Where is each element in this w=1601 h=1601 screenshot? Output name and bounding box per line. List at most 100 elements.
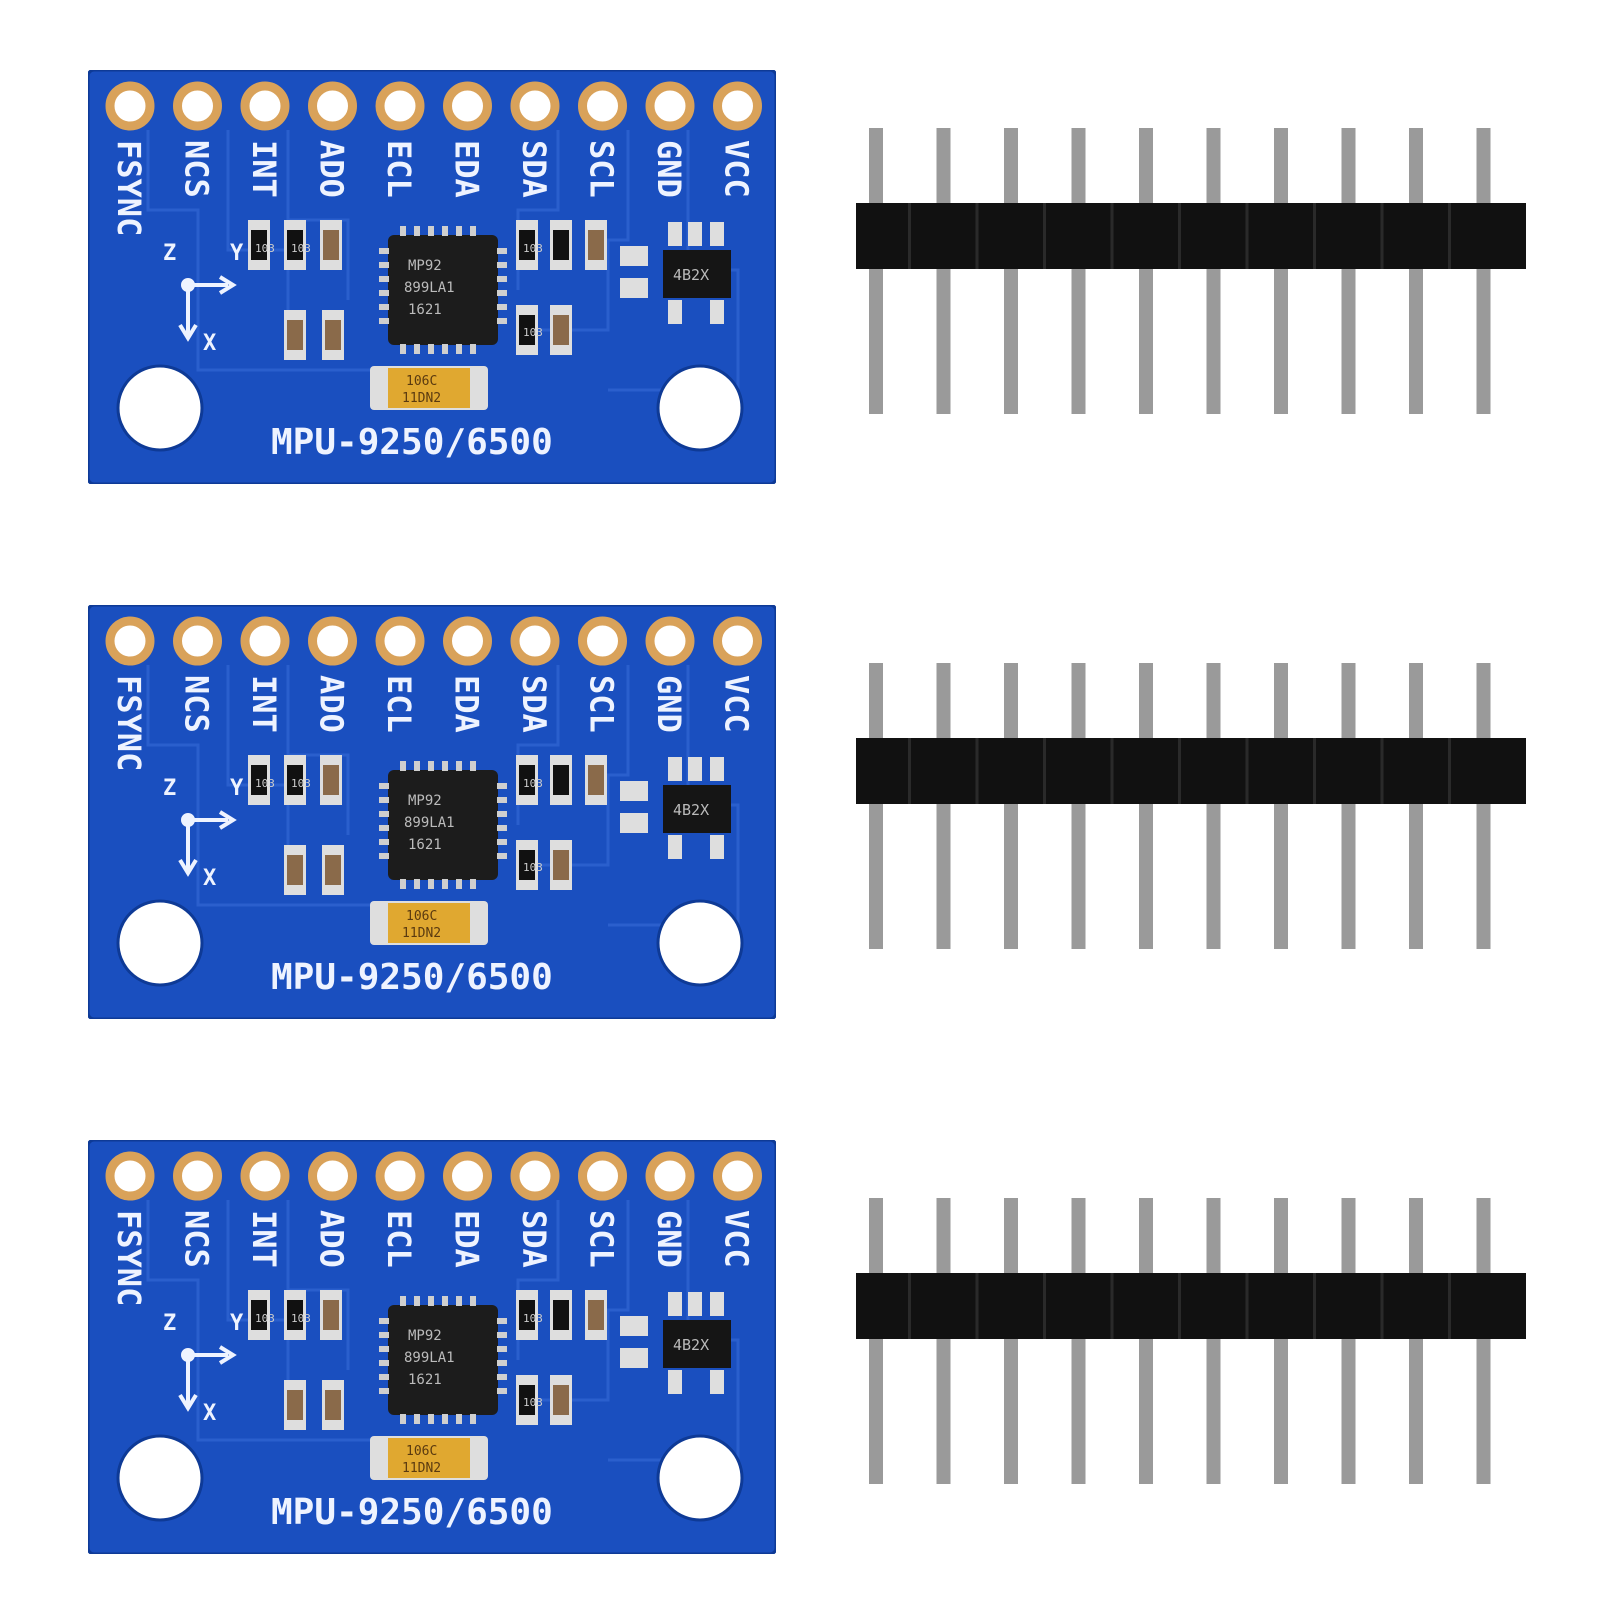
header-pin <box>1206 663 1221 949</box>
pin-pad <box>375 616 425 666</box>
header-pin <box>1139 1198 1153 1484</box>
mpu-chip: MP92 899LA1 1621 <box>379 761 507 889</box>
capacitor-marking-line-1: 106C <box>406 909 437 924</box>
tantalum-capacitor: 106C 11DN2 <box>370 366 488 410</box>
pin-pad <box>713 616 762 666</box>
pin-label-ncs: NCS <box>178 1210 216 1268</box>
capacitor-marking-line-2: 11DN2 <box>402 926 441 941</box>
pin-pad <box>578 1151 627 1201</box>
chip-marking-line-3: 1621 <box>408 1372 442 1388</box>
chip-marking-line-2: 899LA1 <box>404 1350 455 1366</box>
pin-label-sda: SDA <box>515 675 553 733</box>
pin-label-gnd: GND <box>650 1210 688 1268</box>
resistor-marking: 103 <box>523 326 543 339</box>
pin-pad <box>375 1151 425 1201</box>
pin-label-scl: SCL <box>583 140 621 198</box>
header-pin <box>1274 1198 1288 1484</box>
pin-label-sda: SDA <box>515 1210 553 1268</box>
axis-z-label: Z <box>163 241 176 266</box>
pin-pad <box>443 1151 492 1201</box>
resistor-bank: 103 103 103 103 <box>248 220 607 360</box>
mounting-hole <box>116 364 204 452</box>
regulator-marking: 4B2X <box>673 801 709 819</box>
resistor-bank: 103 103 103 103 <box>248 755 607 895</box>
tantalum-capacitor: 106C 11DN2 <box>370 901 488 945</box>
pin-label-ecl: ECL <box>380 1210 418 1268</box>
capacitor-marking-line-2: 11DN2 <box>402 1461 441 1476</box>
header-pin <box>1004 128 1018 414</box>
pin-label-ecl: ECL <box>380 140 418 198</box>
pin-pad <box>578 81 627 131</box>
axis-z-label: Z <box>163 776 176 801</box>
pin-header-strip <box>856 118 1526 438</box>
chip-marking-line-3: 1621 <box>408 837 442 853</box>
resistor-marking: 103 <box>523 242 543 255</box>
pin-label-eda: EDA <box>448 1210 486 1268</box>
pin-label-fsync: FSYNC <box>110 140 148 236</box>
header-plastic-body <box>856 203 1526 269</box>
pin-label-eda: EDA <box>448 140 486 198</box>
pin-pad <box>173 81 222 131</box>
pin-pad <box>510 81 560 131</box>
pin-pad <box>645 81 695 131</box>
pin-label-ado: ADO <box>313 675 351 733</box>
chip-marking-line-3: 1621 <box>408 302 442 318</box>
pin-label-sda: SDA <box>515 140 553 198</box>
pin-pad <box>443 81 492 131</box>
pin-label-int: INT <box>245 1210 283 1268</box>
header-pin <box>1476 1198 1491 1484</box>
header-pin <box>936 663 951 949</box>
pin-label-ado: ADO <box>313 1210 351 1268</box>
header-pin <box>1409 663 1423 949</box>
chip-marking-line-2: 899LA1 <box>404 280 455 296</box>
pin-pad <box>105 616 155 666</box>
header-pin <box>1341 1198 1356 1484</box>
mpu-chip: MP92 899LA1 1621 <box>379 226 507 354</box>
header-plastic-body <box>856 1273 1526 1339</box>
pin-label-vcc: VCC <box>718 675 756 733</box>
chip-marking-line-2: 899LA1 <box>404 815 455 831</box>
axis-y-label: Y <box>230 1311 244 1336</box>
resistor-marking: 103 <box>255 242 275 255</box>
resistor-bank: 103 103 103 103 <box>248 1290 607 1430</box>
pin-label-scl: SCL <box>583 1210 621 1268</box>
pin-label-vcc: VCC <box>718 1210 756 1268</box>
pin-label-scl: SCL <box>583 675 621 733</box>
header-pin <box>1206 128 1221 414</box>
voltage-regulator: 4B2X <box>620 757 731 859</box>
pin-pad <box>308 616 357 666</box>
pin-pad <box>173 616 222 666</box>
pin-pad <box>308 1151 357 1201</box>
header-pin <box>936 1198 951 1484</box>
resistor-marking: 103 <box>291 777 311 790</box>
header-pin <box>869 1198 883 1484</box>
mounting-hole <box>656 1434 744 1522</box>
pin-label-gnd: GND <box>650 140 688 198</box>
pin-label-eda: EDA <box>448 675 486 733</box>
axis-indicator-icon <box>178 275 237 342</box>
mounting-hole <box>116 899 204 987</box>
header-pin <box>1139 128 1153 414</box>
mounting-hole <box>116 1434 204 1522</box>
pin-pad <box>308 81 357 131</box>
voltage-regulator: 4B2X <box>620 222 731 324</box>
chip-marking-line-1: MP92 <box>408 258 442 274</box>
tantalum-capacitor: 106C 11DN2 <box>370 1436 488 1480</box>
header-pin <box>1071 1198 1086 1484</box>
pin-pad <box>510 1151 560 1201</box>
board-model-label: MPU-9250/6500 <box>271 957 553 998</box>
pin-label-ado: ADO <box>313 140 351 198</box>
regulator-marking: 4B2X <box>673 266 709 284</box>
header-pin <box>1341 128 1356 414</box>
resistor-marking: 103 <box>255 777 275 790</box>
axis-y-label: Y <box>230 776 244 801</box>
header-pin <box>869 663 883 949</box>
resistor-marking: 103 <box>523 1312 543 1325</box>
axis-x-label: X <box>203 1401 216 1426</box>
axis-y-label: Y <box>230 241 244 266</box>
pin-label-vcc: VCC <box>718 140 756 198</box>
